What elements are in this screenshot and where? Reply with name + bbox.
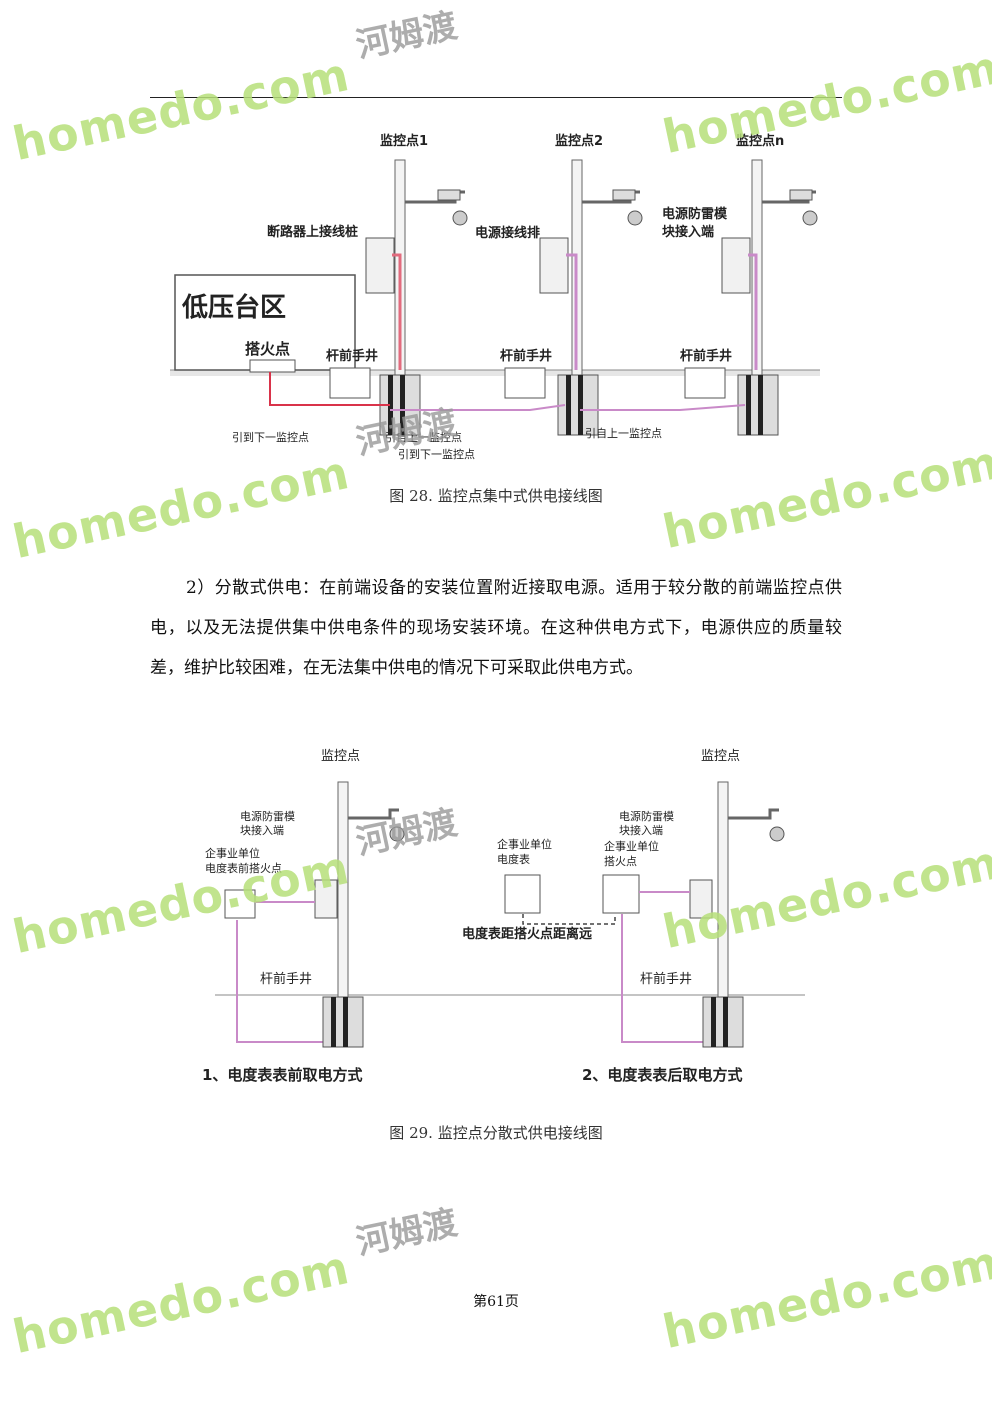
figure-29-diagram: 监控点 监控点 电源防雷模 块接入端 企事业单位 电度表前搭火点 企事业单位 电… [202,749,805,1084]
tap-unit-2: 搭火点 [604,855,637,868]
surge-left-2: 块接入端 [240,824,284,837]
well-right: 杆前手井 [640,971,692,987]
method-1-label: 1、电度表表前取电方式 [202,1066,362,1084]
lead-next-label-1: 引到下一监控点 [232,430,309,444]
tap-unit-1: 企事业单位 [604,839,659,853]
meter-unit-2: 电度表 [497,852,530,866]
breaker-label: 断路器上接线桩 [267,224,358,240]
header-rule [150,97,842,98]
well-label-1: 杆前手井 [326,348,378,364]
surge-label-1: 电源防雷模 [662,206,728,222]
transformer-label: 低压台区 [181,292,286,323]
pole-n [684,159,818,436]
well-label-2: 杆前手井 [500,348,552,364]
meter-unit-1: 企事业单位 [497,837,552,851]
power-bar-label: 电源接线排 [475,225,540,241]
lead-next-label-2: 引到下一监控点 [398,447,475,461]
distance-label: 电度表距搭火点距离远 [462,926,592,942]
body-paragraph: 2）分散式供电：在前端设备的安装位置附近接取电源。适用于较分散的前端监控点供电，… [150,568,842,688]
well-left: 杆前手井 [260,971,312,987]
pole-label-left: 监控点 [321,749,360,764]
page-number: 第61页 [473,1294,519,1310]
figure-28: 低压台区 搭火点 [170,120,820,480]
figure-29: 监控点 监控点 电源防雷模 块接入端 企事业单位 电度表前搭火点 企事业单位 电… [185,742,805,1102]
surge-right-1: 电源防雷模 [619,809,674,823]
pole-2 [504,159,643,436]
pole2-label: 监控点2 [555,133,603,149]
paragraph-text: 2）分散式供电：在前端设备的安装位置附近接取电源。适用于较分散的前端监控点供电，… [150,578,842,678]
meter-front-1: 企事业单位 [205,846,260,860]
polen-label: 监控点n [736,133,784,149]
meter-front-2: 电度表前搭火点 [205,861,282,875]
left-assembly [224,781,405,1048]
right-assembly [504,781,785,1048]
figure-28-diagram: 低压台区 搭火点 [170,133,820,461]
from-prev-label-1: 引自上一监控点 [385,430,462,444]
pole1-label: 监控点1 [380,133,428,149]
method-2-label: 2、电度表表后取电方式 [582,1066,742,1084]
surge-right-2: 块接入端 [619,824,663,837]
pole-label-right: 监控点 [701,749,740,764]
surge-label-2: 块接入端 [662,224,714,240]
from-prev-label-2: 引自上一监控点 [585,426,662,440]
tap-label: 搭火点 [245,340,290,358]
watermark-cn-4: 河姆渡 [352,1202,461,1264]
surge-left-1: 电源防雷模 [240,809,295,823]
watermark-cn-1: 河姆渡 [352,5,461,67]
well-label-3: 杆前手井 [680,348,732,364]
figure-29-caption: 图 29. 监控点分散式供电接线图 [389,1124,603,1142]
figure-28-caption: 图 28. 监控点集中式供电接线图 [389,487,603,505]
